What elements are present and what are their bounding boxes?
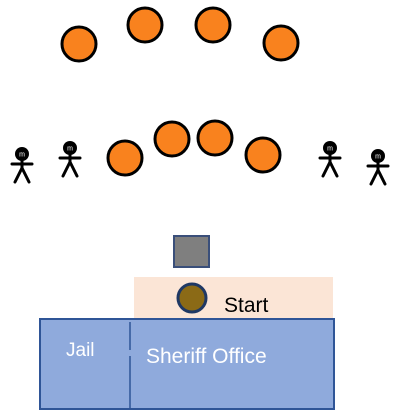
start-zone bbox=[134, 277, 333, 319]
cone-marker bbox=[262, 24, 300, 62]
cone-marker bbox=[194, 6, 232, 44]
stick-figure-icon: m bbox=[10, 147, 34, 184]
figure-badge: m bbox=[327, 146, 333, 153]
stick-figure-icon: m bbox=[318, 141, 342, 178]
stick-figure-icon: m bbox=[366, 149, 390, 186]
top-cone-arc bbox=[60, 6, 300, 63]
start-label: Start bbox=[224, 294, 269, 317]
player-token bbox=[176, 282, 208, 314]
sheriff-office-label: Sheriff Office bbox=[146, 345, 267, 368]
cone-marker bbox=[126, 6, 164, 44]
cone-marker bbox=[153, 120, 191, 158]
figure-badge: m bbox=[67, 146, 73, 153]
figure-badge: m bbox=[375, 154, 381, 161]
stick-figure-icon: m bbox=[58, 141, 82, 178]
middle-cone-arc bbox=[106, 119, 282, 177]
cone-marker bbox=[106, 139, 144, 177]
cone-marker bbox=[196, 119, 234, 157]
cone-marker bbox=[60, 25, 98, 63]
building-outline bbox=[39, 318, 335, 410]
cone-marker bbox=[244, 136, 282, 174]
figure-badge: m bbox=[19, 152, 25, 159]
gray-block bbox=[173, 235, 210, 268]
jail-label: Jail bbox=[66, 340, 95, 361]
